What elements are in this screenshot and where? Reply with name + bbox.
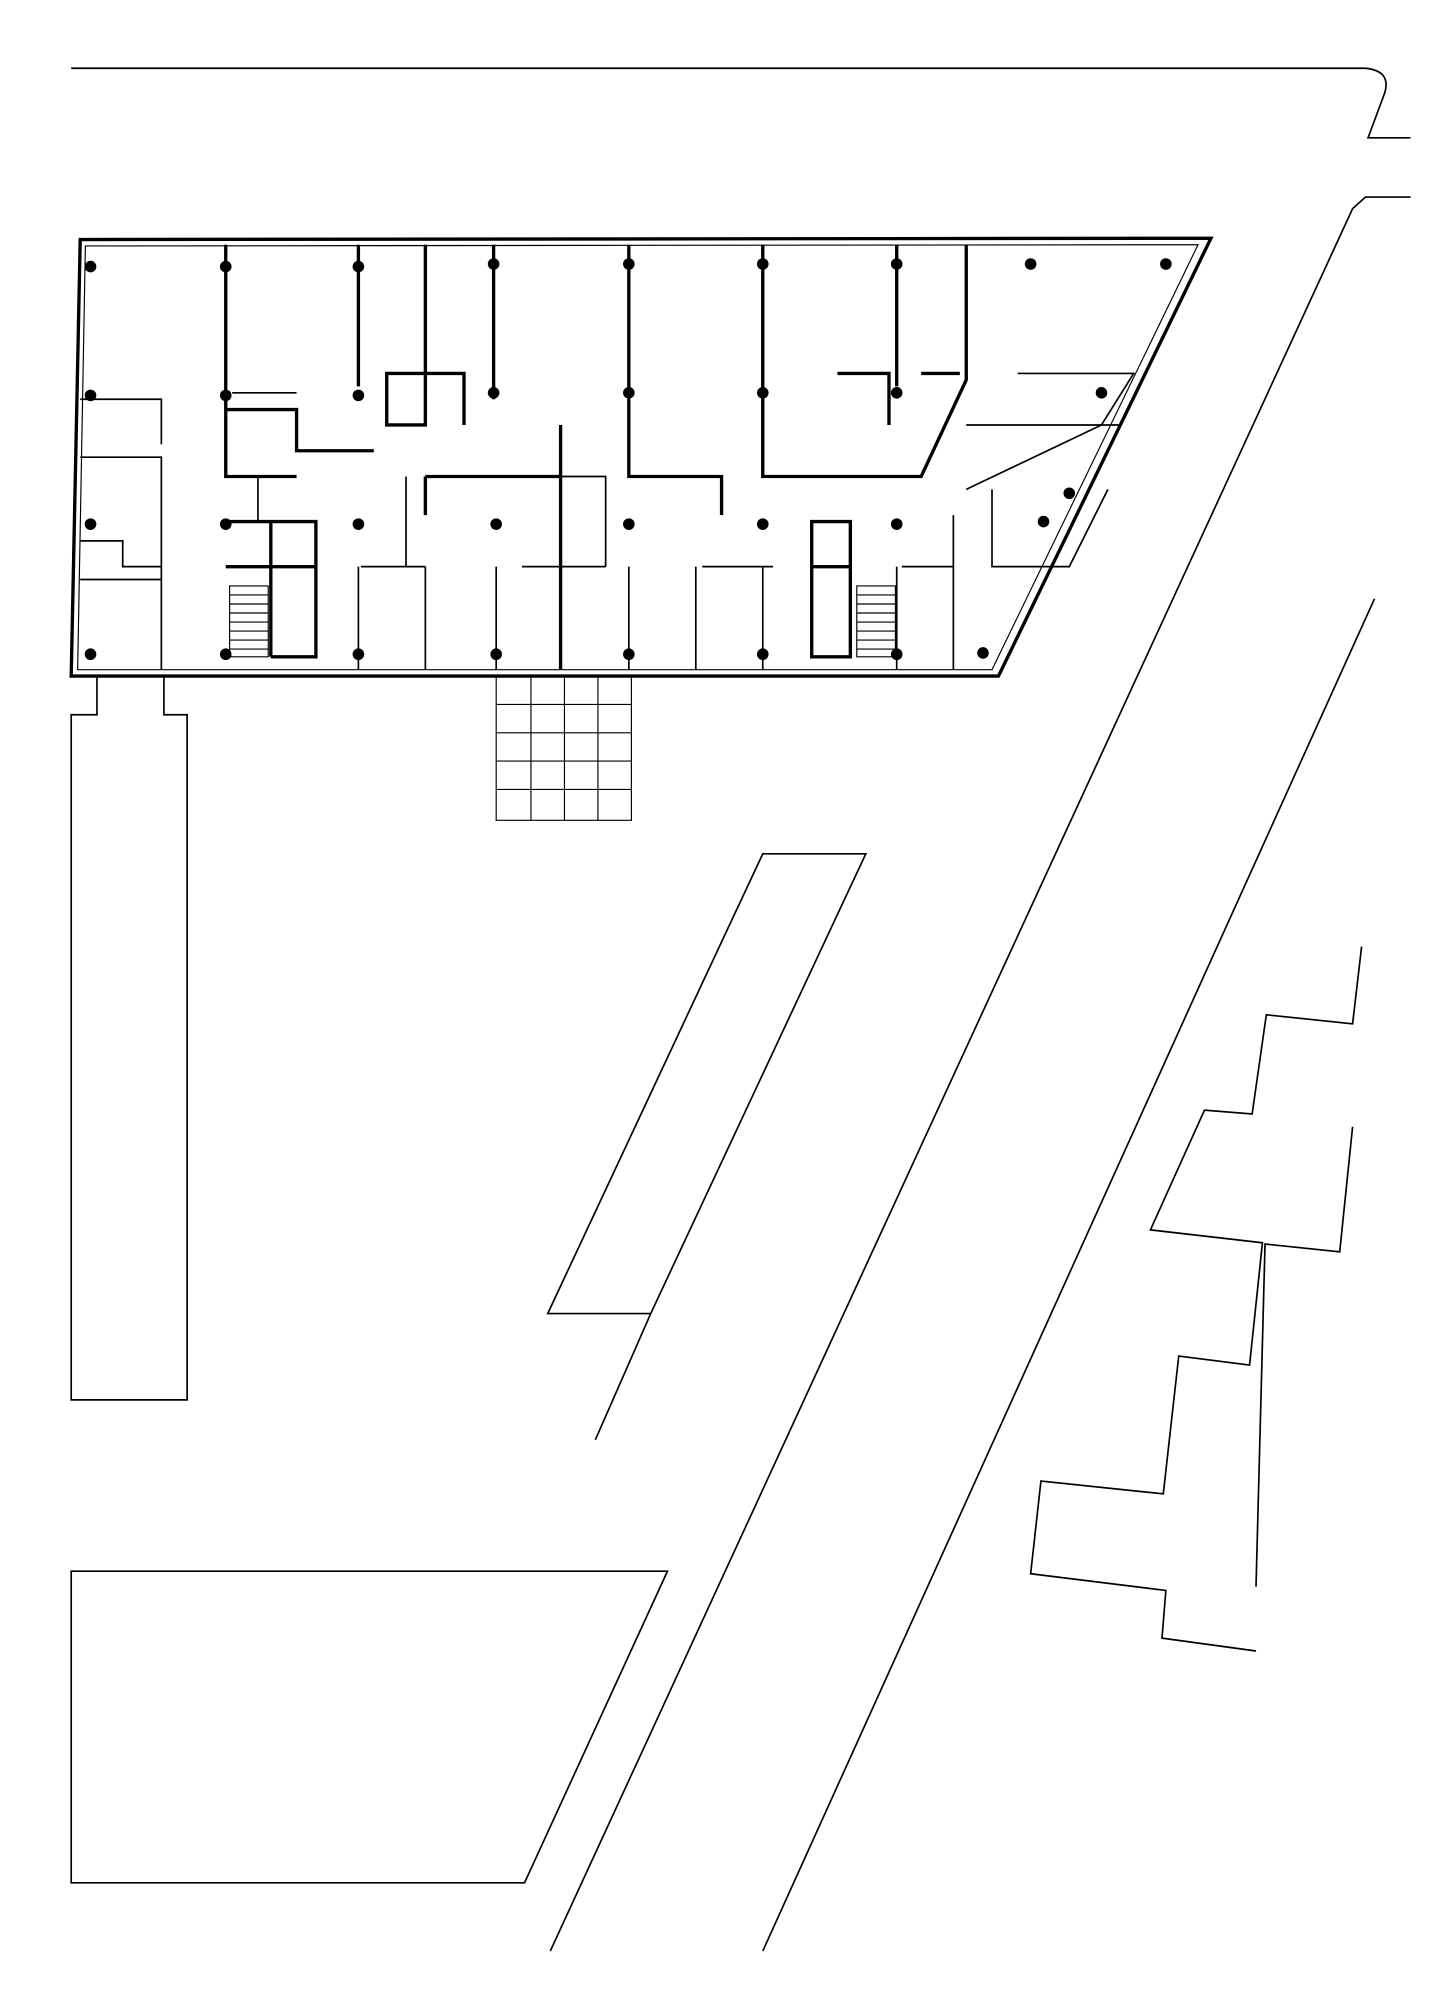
left-annex-block xyxy=(70,676,188,1401)
building-outline xyxy=(69,236,1214,678)
building-floor-plan xyxy=(69,236,1214,678)
stepped-building-inner xyxy=(1255,1126,1354,1587)
street-edge-diagonal-right xyxy=(762,598,1376,1952)
street-edge-top xyxy=(71,67,1411,139)
structural-columns xyxy=(84,258,1172,661)
building-outline-inner xyxy=(77,244,1199,671)
bottom-left-block xyxy=(70,1570,669,1884)
street-edge-diagonal-left xyxy=(549,196,1411,1952)
stair-right xyxy=(856,585,896,658)
entrance-paving-grid xyxy=(495,676,632,821)
interior-partitions xyxy=(80,372,1136,670)
interior-walls xyxy=(224,244,968,670)
stepped-building-outer xyxy=(1029,946,1363,1652)
parking-island xyxy=(546,852,868,1441)
stair-left xyxy=(229,585,269,658)
